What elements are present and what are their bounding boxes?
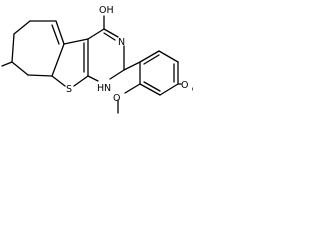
bond-c4-n3-double <box>103 32 116 41</box>
sulfur-label: S <box>66 84 72 95</box>
bond-ph6-ph1 <box>139 50 160 63</box>
dimethoxyphenyl-group <box>117 50 193 114</box>
bond-n1-c8a <box>87 75 99 82</box>
atom-labels: OH S N H N O O <box>66 5 188 104</box>
methoxy-para-oxygen-label: O <box>181 80 188 91</box>
bond-c2-phenyl <box>123 61 141 71</box>
nh-nitrogen-label: N <box>104 83 111 94</box>
bond-c4-c5 <box>11 33 15 63</box>
bond-c7a-c4a <box>63 38 89 45</box>
bond-ph2-ph3 <box>139 83 161 96</box>
methoxy-ortho-oxygen-label: O <box>113 93 120 104</box>
thiophene-ring <box>51 20 89 87</box>
chemical-structure-canvas: OH S N H N O O <box>0 0 193 116</box>
bond-ph3-ph4 <box>159 83 179 96</box>
bond-c2-n1 <box>109 69 125 80</box>
bond-ph5-ph6 <box>158 50 179 63</box>
cyclohexane-ring <box>1 20 57 77</box>
molecule-drawing: OH S N H N O O <box>1 5 193 114</box>
bond-c2-s <box>51 75 66 87</box>
bond-c4-n3 <box>103 28 119 38</box>
bond-ph6-ph1-double <box>143 54 160 65</box>
bond-c5-c6 <box>13 20 31 35</box>
bond-ph2-ph3-double <box>143 81 161 92</box>
bond-ph2-o-ortho <box>124 83 141 94</box>
bond-c7-c7a <box>55 20 65 45</box>
nh-hydrogen-label: H <box>97 83 104 94</box>
bond-s-c8a <box>73 75 89 87</box>
nitrogen-label-upper: N <box>118 37 125 48</box>
bond-c7-c7a-double <box>51 24 60 45</box>
bond-c2-c3 <box>27 74 53 77</box>
hydroxyl-label: OH <box>99 5 114 16</box>
bond-c3-c4 <box>11 61 29 76</box>
bond-c4a-c4 <box>87 28 105 40</box>
bond-c7a-c2 <box>51 43 65 77</box>
bond-methyl <box>1 61 13 67</box>
pyrimidine-ring <box>83 15 125 82</box>
